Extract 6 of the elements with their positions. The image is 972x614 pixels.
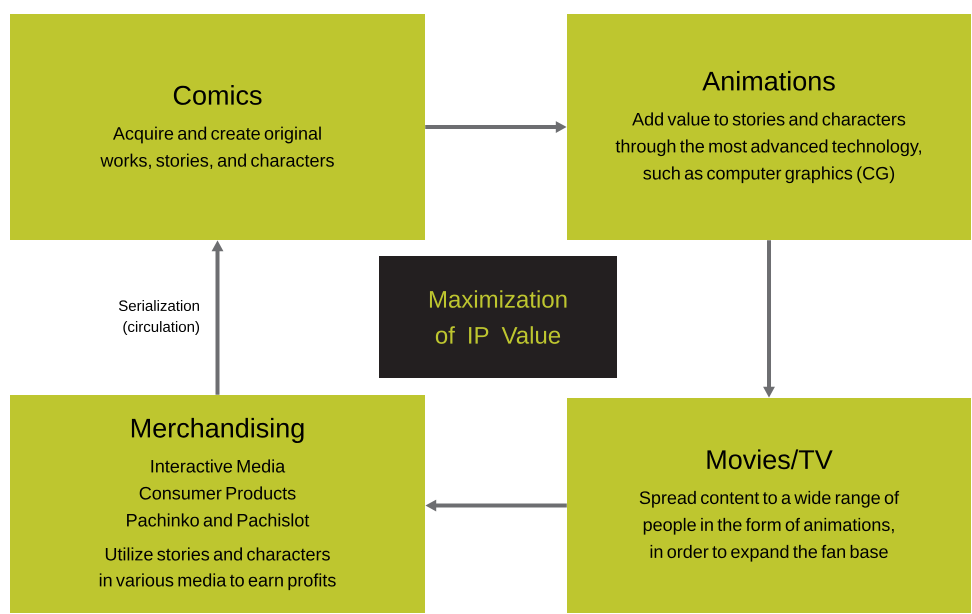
process-box: Animations Add value to stories and characters through the most advanced technology, such as computer graphics (CG) [567,14,971,240]
process-box: Merchandising Interactive Media Consumer Products Pachinko and Pachislot Utilize stories and characters in various media to earn profits [10,395,425,613]
process-box: Movies/TV Spread content to a wide range of people in the form of animations, in order to expand the fan base [567,398,971,613]
process-box: Comics Acquire and create original works, stories, and characters [10,14,425,240]
edge-label: Serialization (circulation) [118,300,200,335]
center-box: Maximization of IP Value [379,256,617,378]
